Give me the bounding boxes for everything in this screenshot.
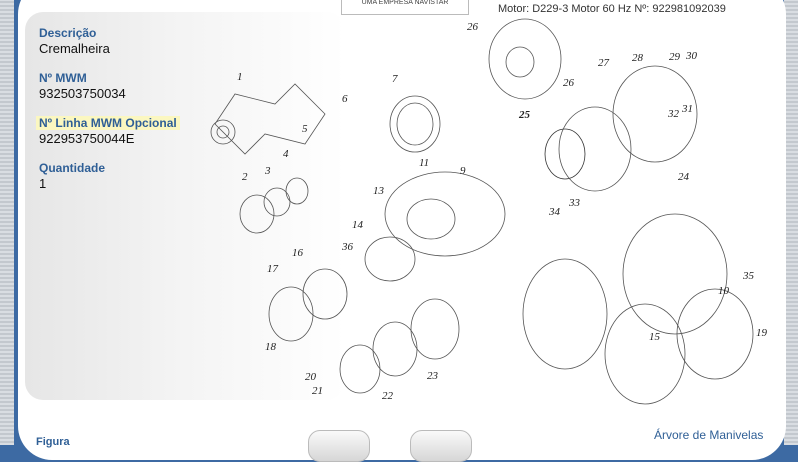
svg-text:33: 33 xyxy=(568,197,581,209)
next-figure-button[interactable] xyxy=(410,430,472,462)
motor-info: Motor: D229-3 Motor 60 Hz Nº: 9229810920… xyxy=(498,3,726,15)
part-info-panel xyxy=(25,12,345,400)
svg-text:7: 7 xyxy=(392,73,398,85)
left-border xyxy=(0,0,14,445)
quantidade-value: 1 xyxy=(39,176,47,191)
svg-text:20: 20 xyxy=(305,371,317,383)
svg-text:21: 21 xyxy=(312,385,323,397)
svg-text:11: 11 xyxy=(419,157,429,169)
right-border xyxy=(784,0,798,445)
svg-text:19: 19 xyxy=(756,327,768,339)
svg-text:13: 13 xyxy=(373,185,385,197)
highlighted-part-label: 25 xyxy=(518,109,531,121)
svg-text:27: 27 xyxy=(598,57,610,69)
svg-text:9: 9 xyxy=(460,165,466,177)
svg-text:29: 29 xyxy=(669,51,681,63)
svg-text:26: 26 xyxy=(563,77,575,89)
figure-label: Figura xyxy=(36,436,70,448)
svg-text:4: 4 xyxy=(283,148,289,160)
svg-text:2: 2 xyxy=(242,171,248,183)
svg-text:16: 16 xyxy=(292,247,304,259)
previous-figure-button[interactable] xyxy=(308,430,370,462)
svg-text:17: 17 xyxy=(267,263,279,275)
svg-text:34: 34 xyxy=(548,206,561,218)
descricao-value: Cremalheira xyxy=(39,41,110,56)
diagram-caption-link[interactable]: Árvore de Manivelas xyxy=(654,428,764,442)
mwm-label: Nº MWM xyxy=(39,71,87,85)
opcional-label: Nº Linha MWM Opcional xyxy=(36,116,180,130)
svg-text:35: 35 xyxy=(742,270,755,282)
mwm-value: 932503750034 xyxy=(39,86,126,101)
svg-text:24: 24 xyxy=(678,171,690,183)
svg-text:23: 23 xyxy=(427,370,439,382)
quantidade-label: Quantidade xyxy=(39,161,106,175)
svg-text:18: 18 xyxy=(265,341,277,353)
svg-text:22: 22 xyxy=(382,390,394,402)
opcional-value: 922953750044E xyxy=(39,131,135,146)
svg-text:31: 31 xyxy=(681,103,693,115)
svg-text:6: 6 xyxy=(342,93,348,105)
svg-text:32: 32 xyxy=(667,108,680,120)
svg-text:3: 3 xyxy=(264,165,271,177)
svg-text:15: 15 xyxy=(649,331,661,343)
svg-text:26: 26 xyxy=(467,21,479,33)
svg-text:36: 36 xyxy=(341,241,354,253)
svg-text:5: 5 xyxy=(302,123,308,135)
svg-text:28: 28 xyxy=(632,52,644,64)
brand-logo: UMA EMPRESA NAVISTAR xyxy=(341,0,469,15)
svg-text:1: 1 xyxy=(237,71,243,83)
descricao-label: Descrição xyxy=(39,26,97,40)
svg-text:30: 30 xyxy=(685,50,698,62)
svg-text:10: 10 xyxy=(718,285,730,297)
crankshaft-drawing xyxy=(210,83,326,155)
svg-text:14: 14 xyxy=(352,219,364,231)
